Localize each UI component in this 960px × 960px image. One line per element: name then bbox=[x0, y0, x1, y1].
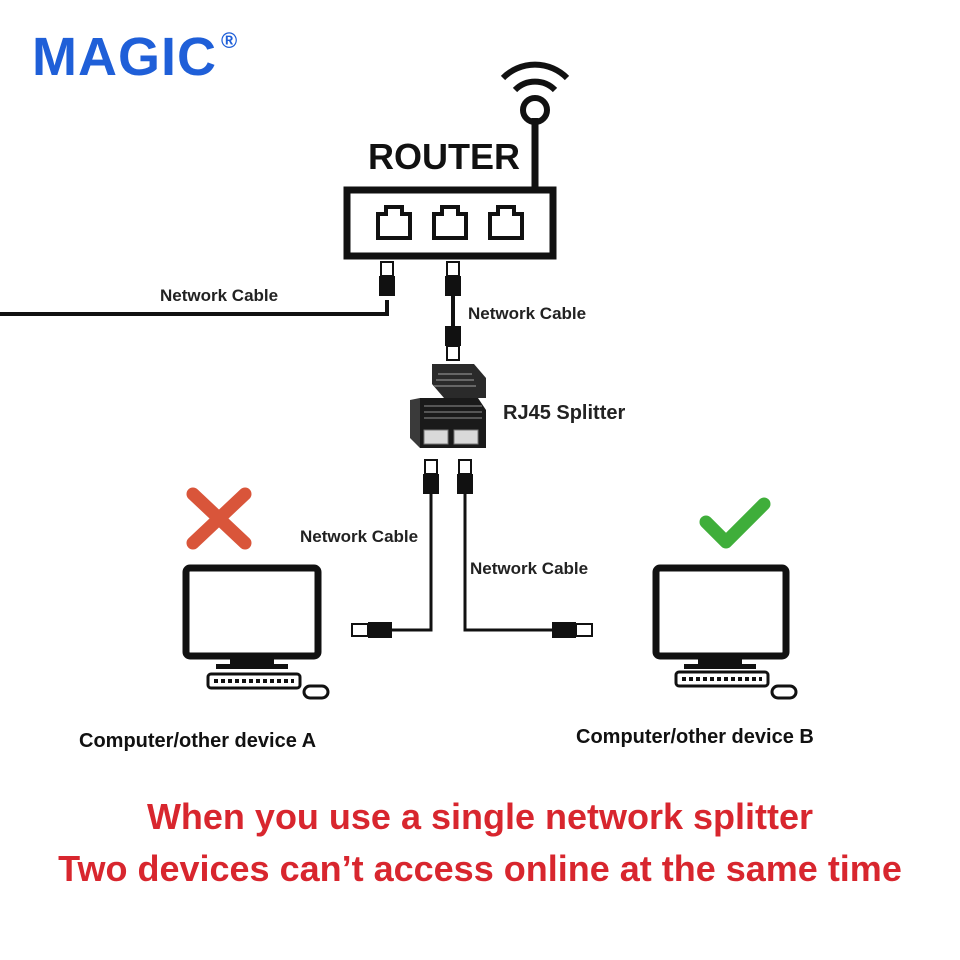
computer-a-icon bbox=[182, 564, 330, 700]
device-a-label: Computer/other device A bbox=[79, 730, 317, 752]
splitter-label: RJ45 Splitter bbox=[503, 402, 626, 424]
router-splitter-cable-label: Network Cable bbox=[468, 304, 587, 323]
device-b-label: Computer/other device B bbox=[576, 726, 814, 748]
device-b-cable-label: Network Cable bbox=[470, 559, 589, 578]
brand-logo: MAGIC ® bbox=[32, 26, 238, 88]
router-title: ROUTER bbox=[368, 136, 520, 177]
router-splitter-cable bbox=[445, 261, 461, 361]
router-icon bbox=[343, 61, 570, 260]
cross-icon bbox=[186, 487, 252, 550]
check-icon bbox=[699, 497, 771, 549]
router-port-1 bbox=[376, 205, 412, 240]
left-network-cable bbox=[0, 261, 395, 316]
left-cable-label: Network Cable bbox=[160, 286, 279, 305]
router-port-2 bbox=[432, 205, 468, 240]
splitter-device-b-cable bbox=[457, 459, 593, 638]
splitter-device-a-cable bbox=[351, 459, 439, 638]
device-a-cable-label: Network Cable bbox=[300, 527, 419, 546]
warning-line-2: Two devices can’t access online at the s… bbox=[58, 848, 902, 889]
registered-mark: ® bbox=[220, 28, 239, 53]
rj45-splitter-icon bbox=[410, 364, 486, 448]
computer-b-icon bbox=[652, 564, 798, 700]
router-port-3 bbox=[488, 205, 524, 240]
warning-line-1: When you use a single network splitter bbox=[146, 796, 814, 837]
logo-text: MAGIC bbox=[32, 27, 217, 87]
